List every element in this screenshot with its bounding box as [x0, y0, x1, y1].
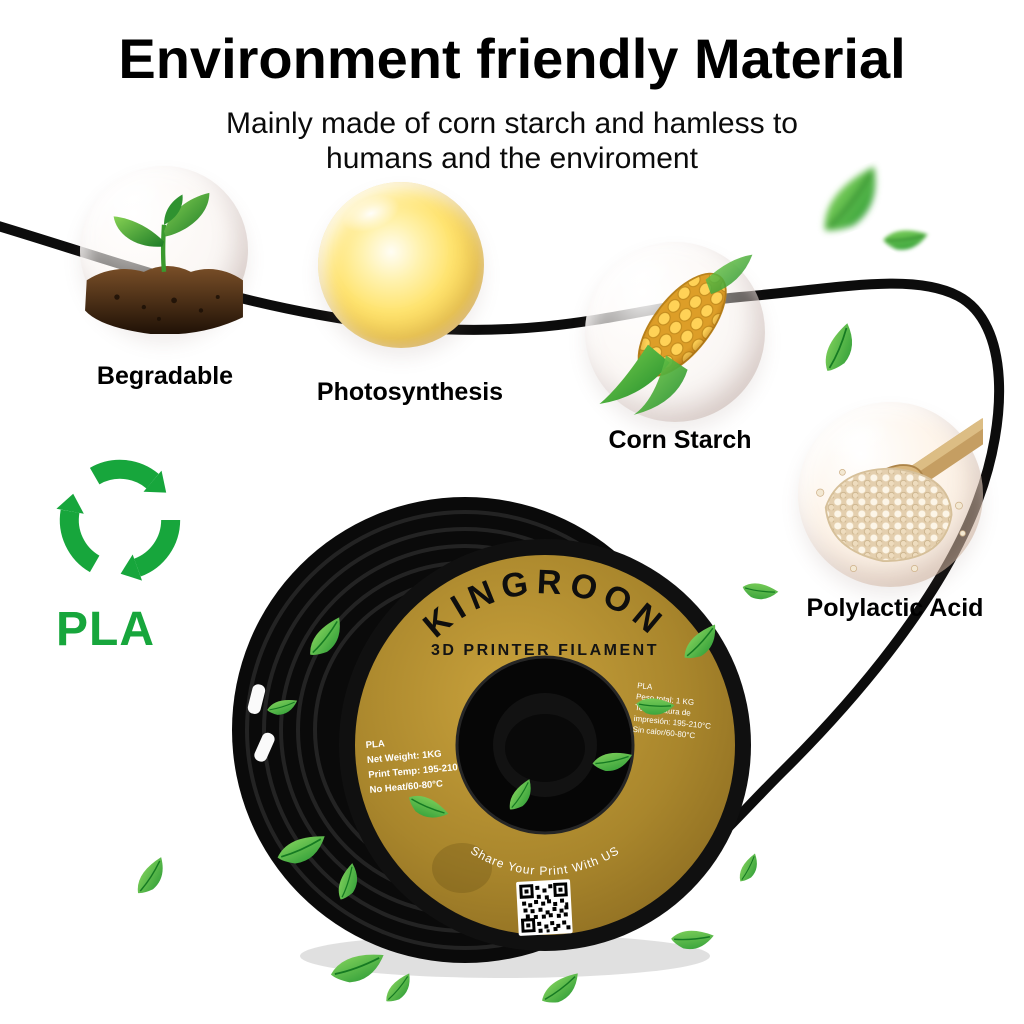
label-watermark: [432, 843, 492, 893]
leaf-icon: [810, 322, 866, 375]
leaf-icon: [539, 972, 581, 1005]
corn-cob-illustration: [599, 254, 753, 415]
feature-label-polylactic-acid: Polylactic Acid: [806, 594, 984, 622]
spool-tagline: 3D PRINTER FILAMENT: [431, 642, 659, 659]
bubble-polylactic-acid: [798, 402, 983, 587]
feature-label-corn-starch: Corn Starch: [608, 426, 752, 454]
subtitle: Mainly made of corn starch and hamless t…: [0, 106, 1024, 177]
recycle-icon: [44, 444, 196, 596]
bubble-photosynthesis: [318, 182, 484, 348]
spec-line: PLA: [637, 681, 654, 692]
leaf-icon: [881, 217, 929, 260]
granules-and-spoon-illustration: [816, 418, 983, 573]
spool-slots: [247, 684, 275, 762]
subtitle-line-1: Mainly made of corn starch and hamless t…: [226, 107, 798, 140]
qr-code: [516, 879, 573, 936]
bubble-corn-starch: [585, 242, 765, 422]
leaf-icon: [379, 972, 417, 1004]
feature-label-begradable: Begradable: [96, 362, 234, 390]
bubble-begradable: [80, 166, 248, 334]
pla-label: PLA: [56, 603, 155, 656]
page-title: Environment friendly Material: [118, 27, 906, 90]
spec-line: PLA: [365, 738, 385, 751]
filament-spool: KINGROON 3D PRINTER FILAMENT PLA Net Wei…: [232, 497, 751, 978]
sprout-in-soil-illustration: [85, 192, 243, 334]
leaf-icon: [740, 571, 779, 609]
leaf-icon: [127, 856, 173, 897]
leaf-icon: [731, 852, 765, 884]
feature-label-photosynthesis: Photosynthesis: [316, 378, 504, 406]
subtitle-line-2: humans and the enviroment: [326, 142, 698, 176]
